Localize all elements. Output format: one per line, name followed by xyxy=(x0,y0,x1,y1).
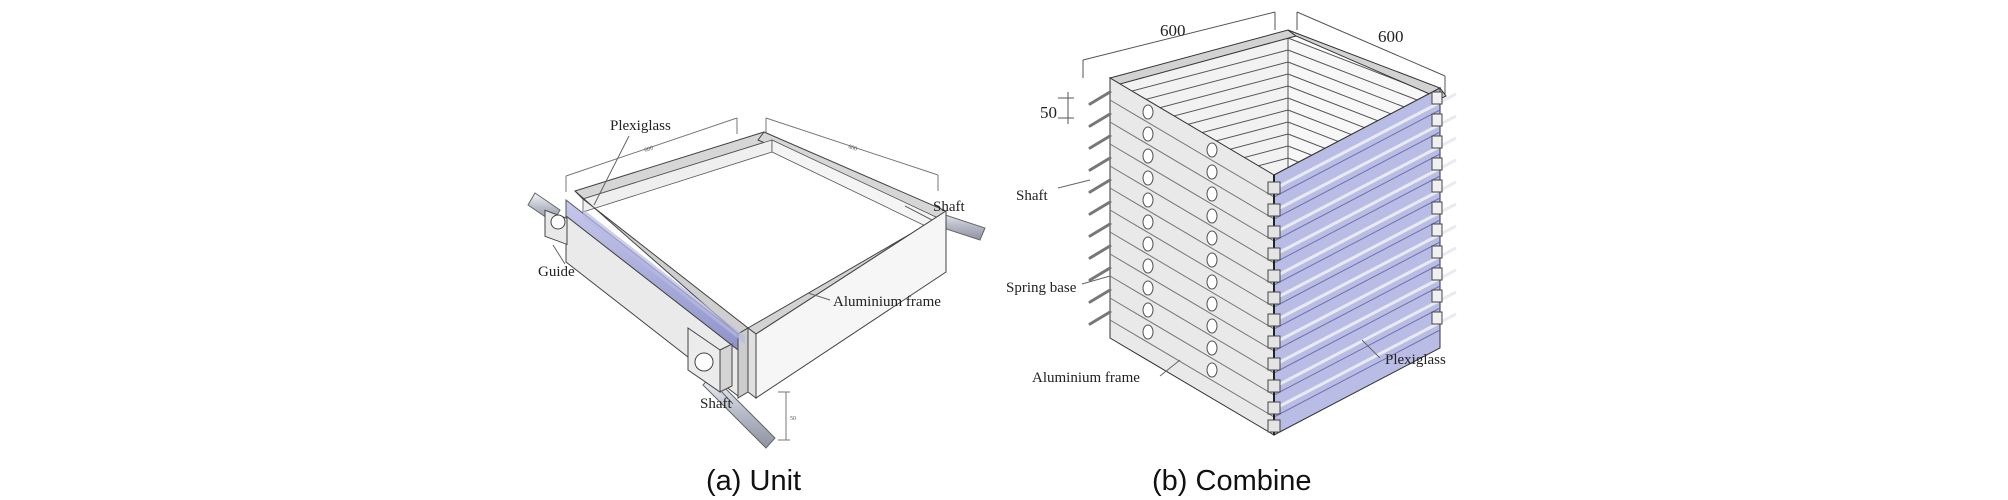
combine-right-wall xyxy=(1267,87,1457,436)
unit-diagram: 600 600 xyxy=(527,117,986,497)
combine-label-aluminium-frame: Aluminium frame xyxy=(1032,370,1140,386)
unit-dim-side-a: 600 xyxy=(644,145,654,153)
unit-label-aluminium-frame: Aluminium frame xyxy=(833,294,941,310)
combine-corner-guides xyxy=(1267,181,1281,433)
combine-dimension-lines xyxy=(1082,11,1446,94)
combine-caption: (b) Combine xyxy=(1152,465,1312,497)
combine-plexiglass-rows xyxy=(1273,109,1441,418)
unit-plexiglass xyxy=(583,209,745,344)
combine-right-shafts xyxy=(1277,92,1457,409)
combine-label-plexiglass: Plexiglass xyxy=(1385,352,1446,368)
unit-label-shaft-right: Shaft xyxy=(933,199,965,215)
unit-label-guide: Guide xyxy=(538,264,575,280)
unit-dimension-lines xyxy=(565,117,939,192)
combine-label-spring-base: Spring base xyxy=(1006,280,1077,296)
unit-label-shaft-bottom: Shaft xyxy=(700,396,732,412)
unit-leaders xyxy=(552,135,933,405)
unit-height-dimension xyxy=(778,391,790,441)
unit-caption: (a) Unit xyxy=(706,465,801,497)
unit-dim-height: 50 xyxy=(790,416,796,422)
combine-label-shaft: Shaft xyxy=(1016,188,1048,204)
combine-dim-layer-height: 50 xyxy=(1040,103,1057,122)
combine-diagram: 600 600 xyxy=(1006,11,1457,497)
combine-left-wall xyxy=(1109,77,1275,436)
combine-spring-bases-right xyxy=(1431,91,1443,325)
unit-guide-back xyxy=(544,209,568,246)
unit-guide-front xyxy=(687,327,733,393)
unit-frame xyxy=(565,131,947,399)
combine-dim-width-right: 600 xyxy=(1378,27,1404,46)
combine-dim-width-left: 600 xyxy=(1160,21,1186,40)
combine-layer-dimension xyxy=(1058,92,1074,124)
combine-left-shafts xyxy=(1088,90,1112,326)
unit-label-plexiglass: Plexiglass xyxy=(610,118,671,134)
combine-leaders xyxy=(1057,179,1381,377)
unit-dim-side-b: 600 xyxy=(847,144,857,152)
